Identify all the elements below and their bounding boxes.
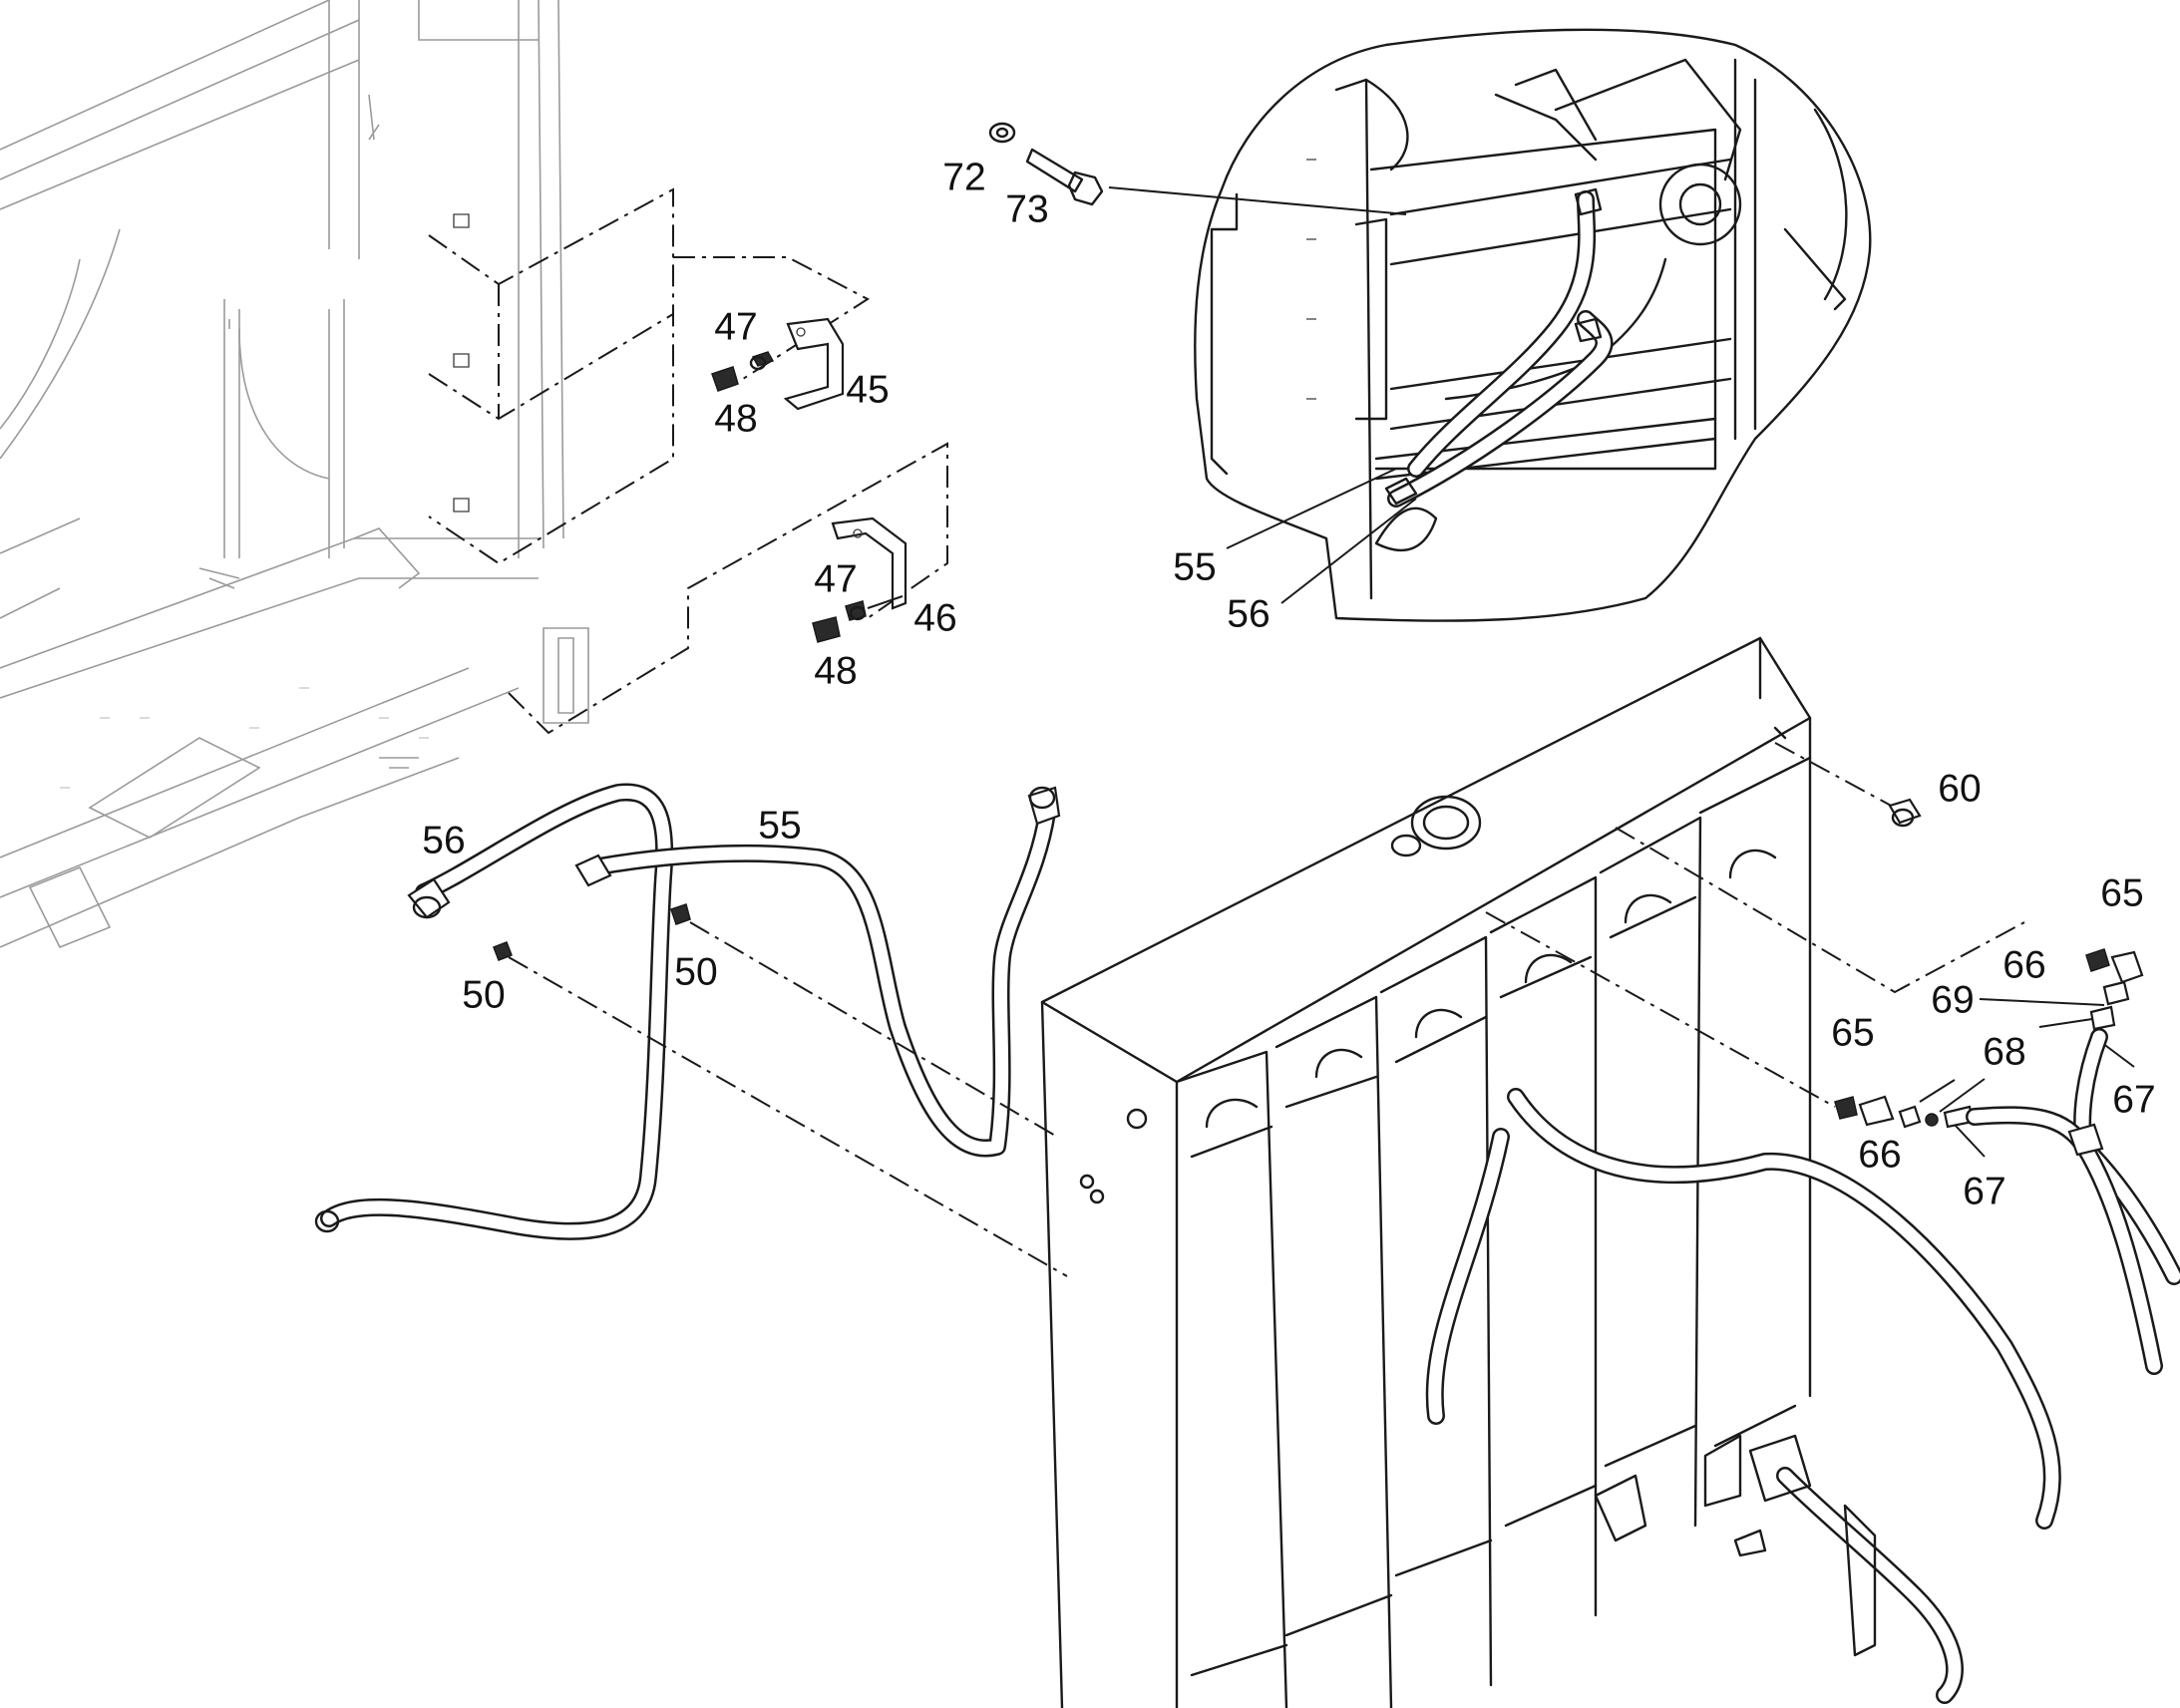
radiator-core	[1040, 636, 1812, 1708]
bracket-45	[711, 317, 845, 411]
callout-72: 72	[942, 156, 985, 198]
callout-67: 67	[1963, 1170, 2005, 1212]
callout-48: 48	[814, 649, 857, 692]
callout-65: 65	[2100, 871, 2143, 914]
callout-labels: 72 73 47 48 45 47 48 46 55 56 56 55 50 5…	[422, 156, 2155, 1212]
callout-56: 56	[422, 819, 465, 861]
hose-55	[574, 786, 1061, 1158]
nut-50-pair	[493, 903, 1068, 1277]
callout-66: 66	[2002, 943, 2045, 986]
callout-50: 50	[674, 950, 717, 993]
callout-55-detail: 55	[1173, 545, 1216, 588]
callout-68: 68	[1983, 1030, 2025, 1073]
hose-56	[314, 783, 674, 1240]
plug-60	[1774, 742, 1922, 828]
callout-73: 73	[1005, 187, 1048, 230]
callout-60: 60	[1938, 767, 1981, 810]
callout-47: 47	[814, 557, 857, 600]
callout-65: 65	[1831, 1011, 1874, 1054]
callout-69: 69	[1931, 978, 1974, 1021]
callout-56-detail: 56	[1227, 592, 1270, 635]
radiator-frame-background	[0, 0, 589, 949]
callout-67: 67	[2112, 1078, 2155, 1121]
callout-66: 66	[1858, 1133, 1901, 1176]
callout-50: 50	[462, 973, 505, 1016]
callout-46: 46	[913, 596, 956, 639]
callout-45: 45	[846, 368, 889, 411]
callout-48: 48	[714, 397, 757, 440]
callout-47: 47	[714, 305, 757, 348]
detail-leaders	[1226, 468, 1417, 604]
detail-view-inset	[1194, 28, 1872, 622]
bracket-46	[812, 516, 908, 643]
bolt-73-assembly	[988, 122, 1407, 215]
callout-55: 55	[758, 804, 801, 847]
radiator-lower-hoses	[1425, 1088, 2061, 1704]
frame-bracket-outlines	[428, 187, 948, 735]
fitting-assembly-lower	[1485, 911, 2180, 1375]
